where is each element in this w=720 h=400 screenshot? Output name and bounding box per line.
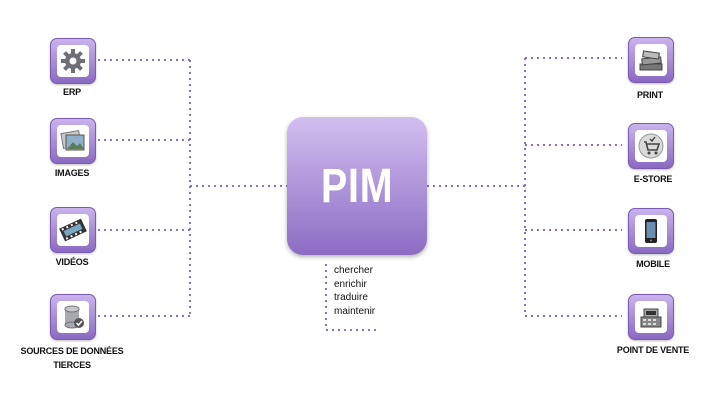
output-mobile-label: MOBILE xyxy=(636,259,670,269)
source-videos-tile xyxy=(50,207,96,253)
source-videos-label: VIDÉOS xyxy=(55,257,89,267)
source-erp-label: ERP xyxy=(63,87,81,97)
pim-hub: PIM xyxy=(287,117,427,255)
output-point-of-sale-label: POINT DE VENTE xyxy=(616,345,690,355)
database-icon xyxy=(57,301,89,333)
source-third-party-data-label-line1: SOURCES DE DONNÉES xyxy=(20,346,124,356)
source-images-label: IMAGES xyxy=(54,168,90,178)
output-print-label: PRINT xyxy=(636,90,663,100)
books-icon xyxy=(635,44,667,76)
film-icon xyxy=(57,214,89,246)
shopping-cart-icon xyxy=(635,130,667,162)
action-item: maintenir xyxy=(334,305,376,317)
action-item: traduire xyxy=(334,292,368,303)
source-third-party-data-label-line2: TIERCES xyxy=(53,360,91,370)
output-estore-tile xyxy=(628,123,674,169)
source-third-party-data-tile xyxy=(50,294,96,340)
output-estore-label: E-STORE xyxy=(633,174,673,184)
cash-register-icon xyxy=(635,301,667,333)
source-erp-tile xyxy=(50,38,96,84)
gear-icon xyxy=(57,45,89,77)
output-point-of-sale-tile xyxy=(628,294,674,340)
output-mobile-tile xyxy=(628,208,674,254)
pim-actions-list: chercher enrichir traduire maintenir xyxy=(334,264,375,318)
action-item: enrichir xyxy=(334,278,367,290)
source-images-tile xyxy=(50,118,96,164)
pim-hub-label: PIM xyxy=(320,159,394,213)
phone-icon xyxy=(635,215,667,247)
source-third-party-data-label: SOURCES DE DONNÉES TIERCES xyxy=(18,344,126,372)
photos-icon xyxy=(57,125,89,157)
output-print-tile xyxy=(628,37,674,83)
action-item: chercher xyxy=(334,265,373,276)
